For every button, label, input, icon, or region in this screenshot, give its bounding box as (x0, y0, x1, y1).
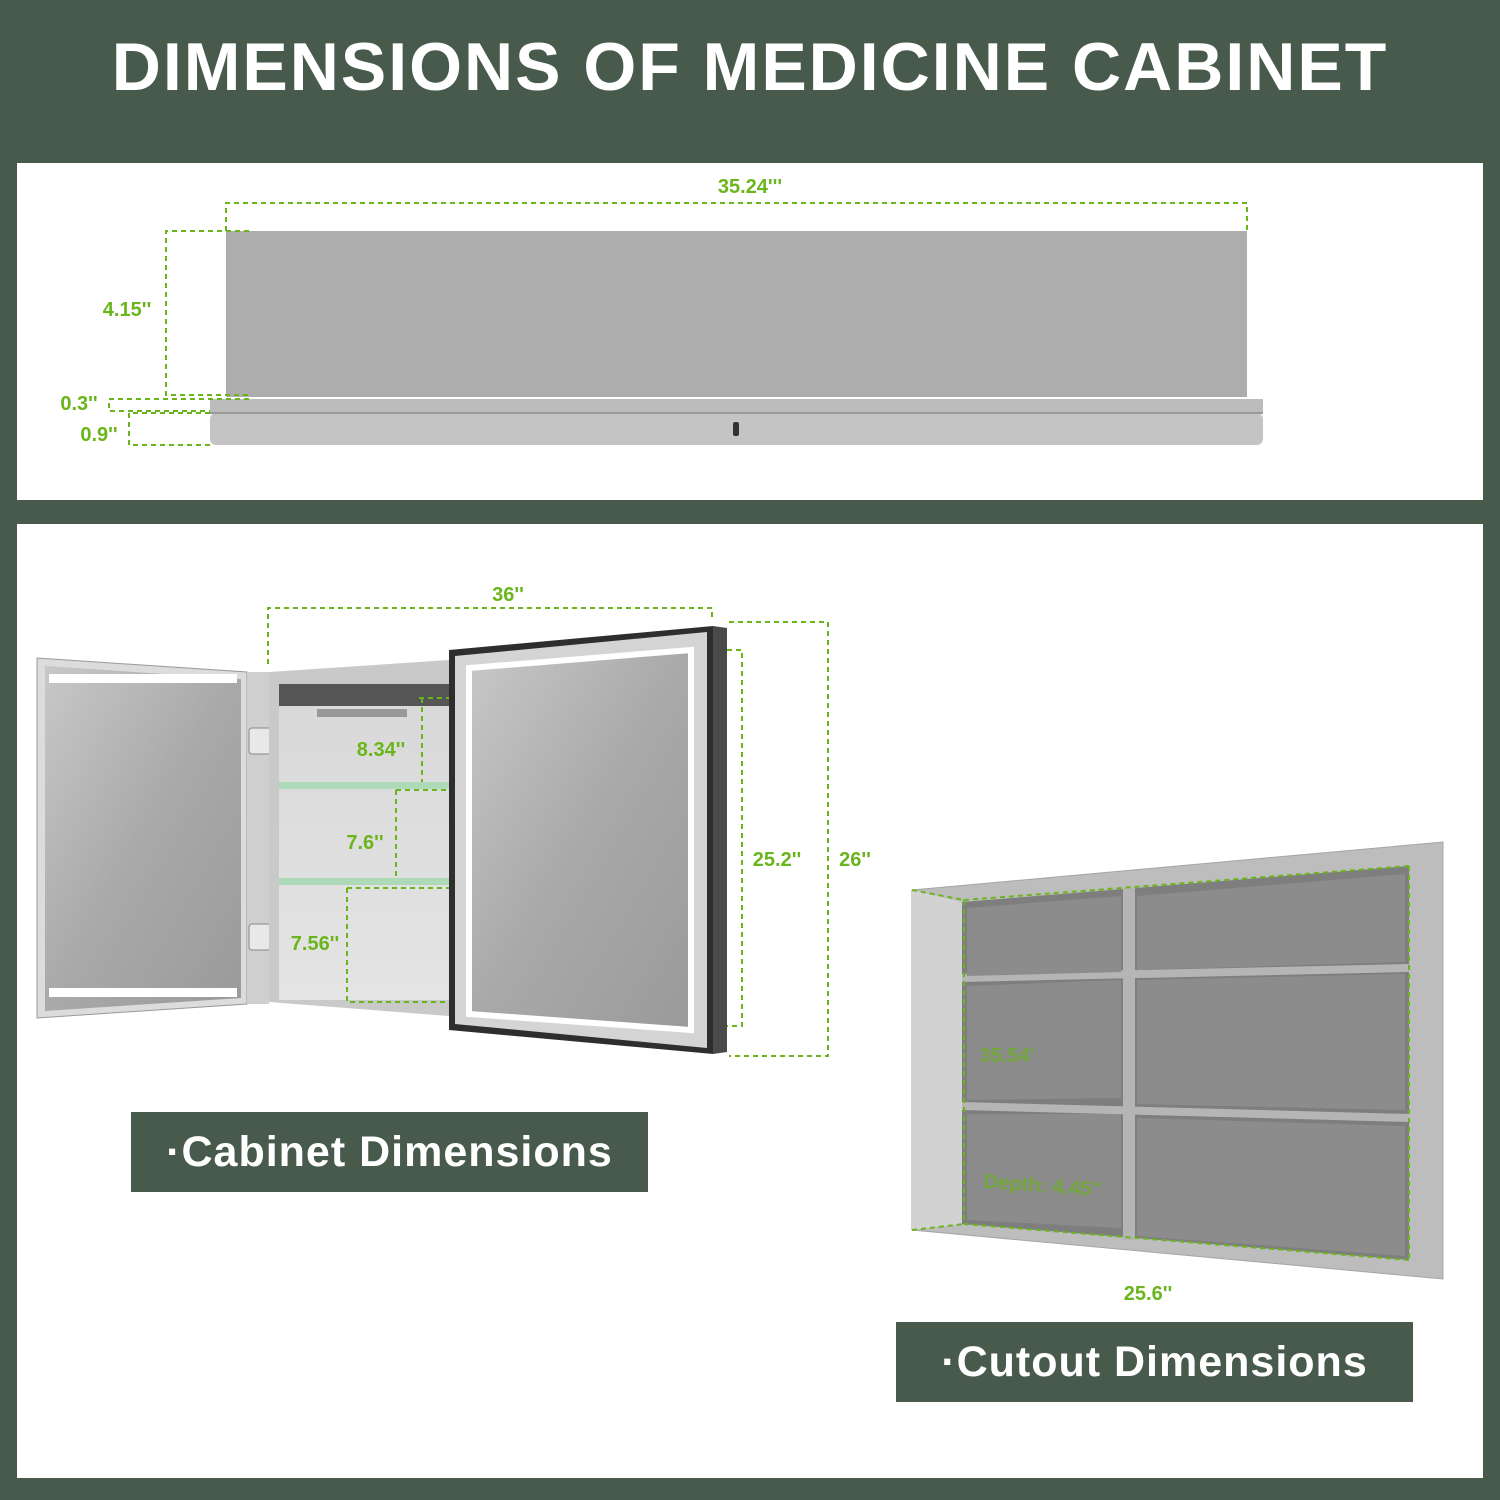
shelf-bottom-label: 7.56'' (291, 933, 339, 955)
hinge-top (248, 727, 272, 755)
door-height-label: 25.2'' (753, 849, 801, 871)
led-strip-bottom-left (49, 988, 237, 997)
side-view-panel: 35.24''' 4.15'' 0.3'' 0.9'' (17, 163, 1483, 500)
led-strip-top-left (49, 674, 237, 683)
led-border-right (466, 646, 694, 1034)
shelf-top-label: 8.34'' (357, 739, 405, 761)
glass-shelf-bottom (279, 878, 449, 885)
page-title: DIMENSIONS OF MEDICINE CABINET (111, 29, 1389, 105)
glass-shelf-top (279, 782, 449, 789)
cutout-height-label: 35.54' (980, 1045, 1035, 1067)
cutout-diagram (911, 841, 1444, 1280)
stud-vertical (1123, 888, 1135, 1240)
front-view-panel: 36'' 8.34'' 7.6'' 7.56'' 25.2'' 26'' (17, 524, 1483, 1478)
cutout-dimensions-caption: ·Cutout Dimensions (896, 1322, 1413, 1402)
cabinet-body-side (226, 231, 1247, 397)
hinge-bottom (248, 923, 272, 951)
stud-horizontal-top (962, 964, 1409, 982)
right-door (449, 626, 727, 1054)
left-door (36, 657, 269, 1019)
side-view-diagram: 35.24''' 4.15'' 0.3'' 0.9'' (60, 176, 1263, 446)
cabinet-width-label: 36'' (492, 584, 524, 606)
side-frame-label: 0.9'' (80, 424, 117, 446)
cutout-width-label: 25.6'' (1124, 1283, 1172, 1305)
cabinet-diagram: 36'' 8.34'' 7.6'' 7.56'' 25.2'' 26'' (36, 584, 1444, 1305)
total-height-label: 26'' (839, 849, 871, 871)
side-height-label: 4.15'' (103, 299, 151, 321)
stud-horizontal-bottom (962, 1102, 1409, 1122)
door-gap-mark (733, 422, 739, 436)
side-width-label: 35.24''' (718, 176, 782, 198)
shelf-mid-label: 7.6'' (346, 832, 383, 854)
cabinet-interior (269, 660, 449, 1016)
side-flange-label: 0.3'' (60, 393, 97, 415)
cabinet-dimensions-caption: ·Cabinet Dimensions (131, 1112, 648, 1192)
cabinet-flange (210, 399, 1263, 413)
